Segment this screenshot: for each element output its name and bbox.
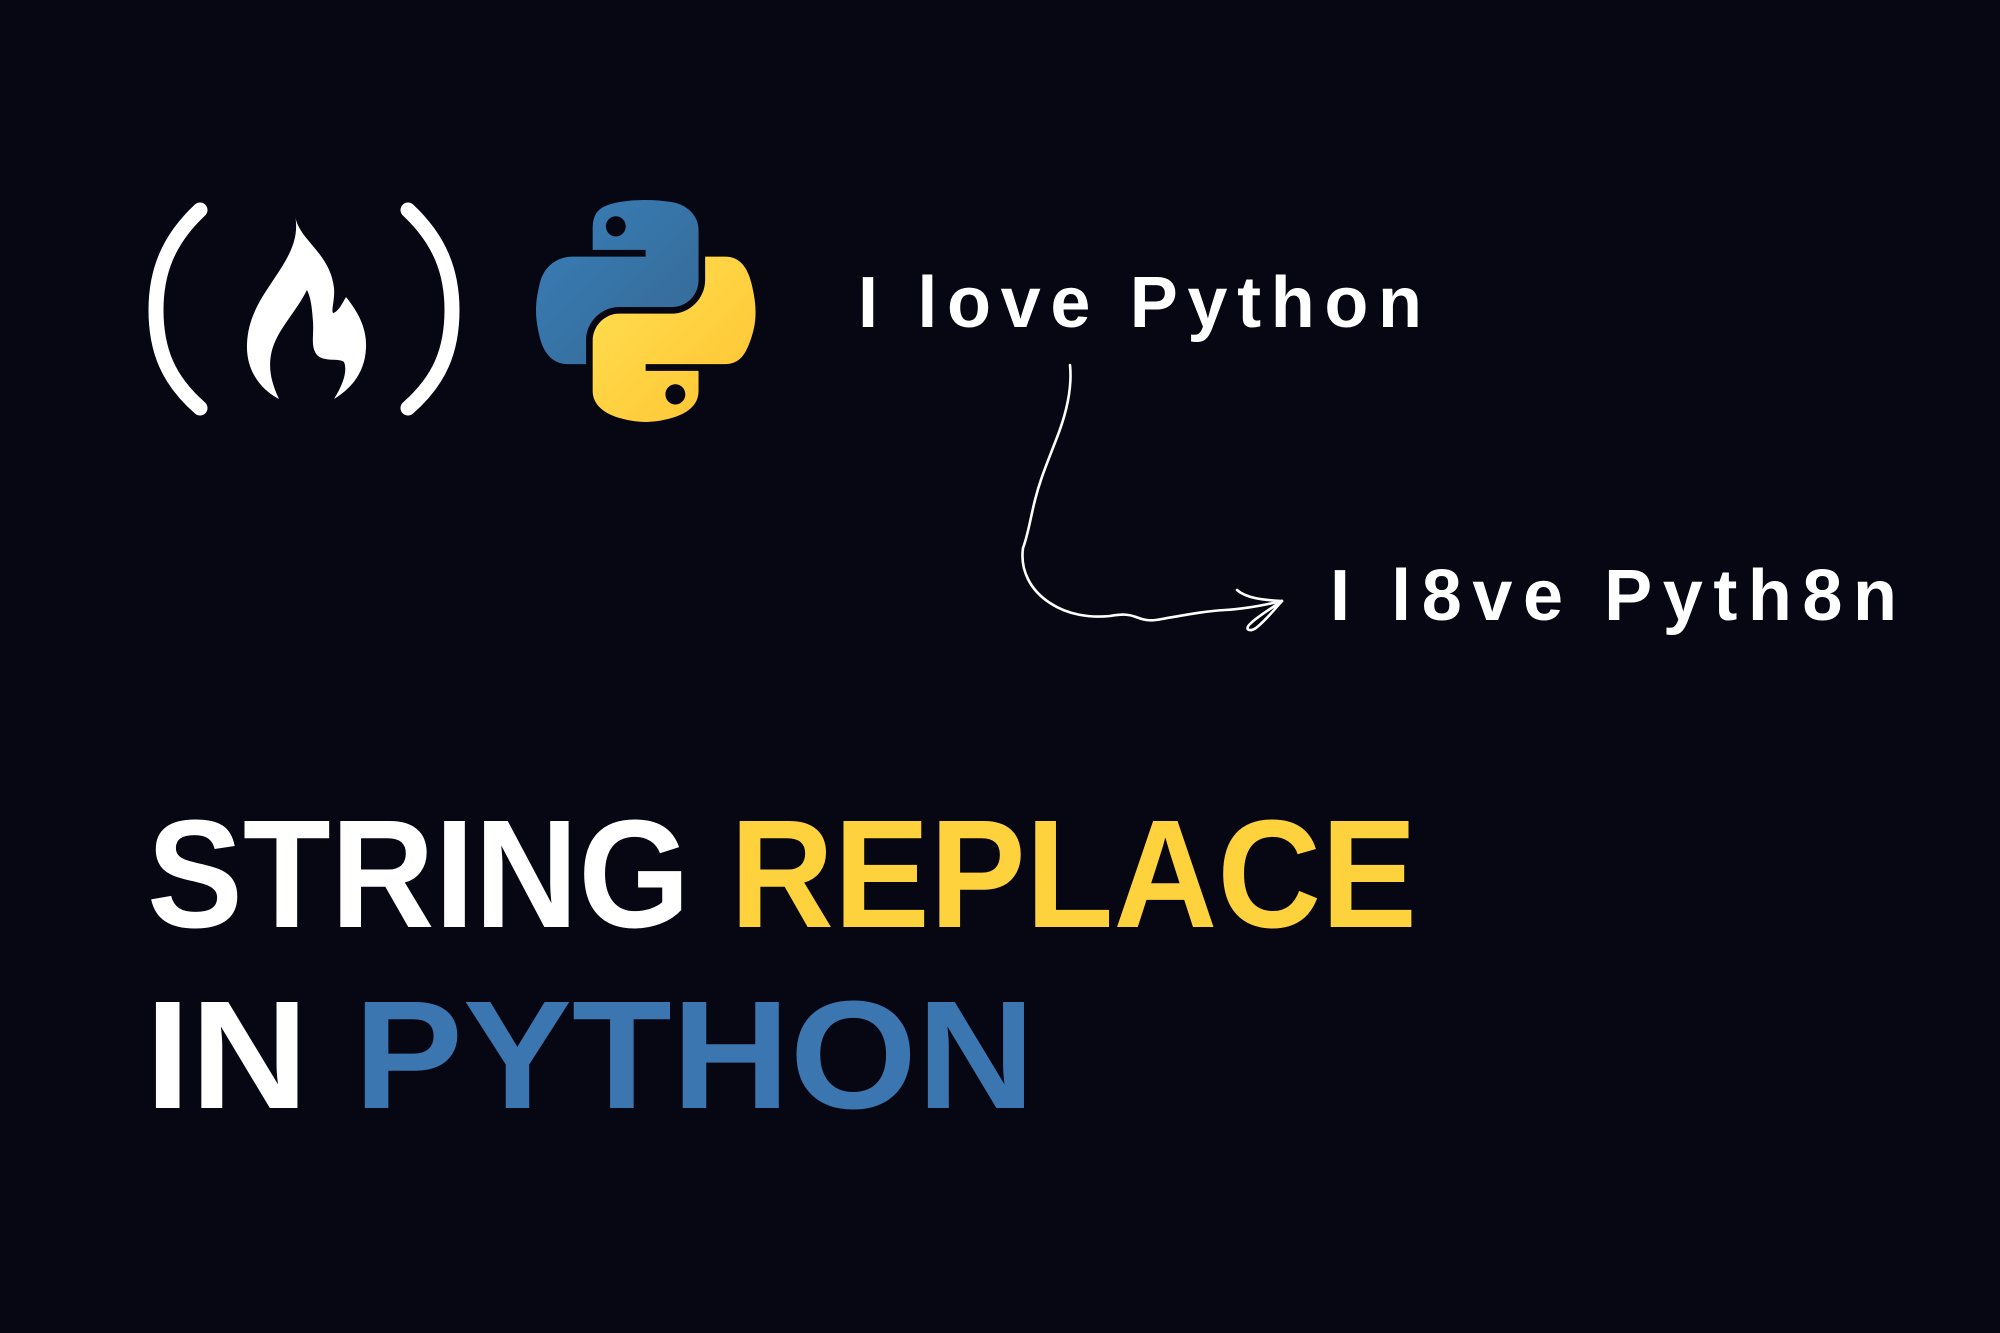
original-string-text: I love Python (858, 263, 1422, 343)
python-logo-icon (536, 199, 756, 422)
replaced-string-text: I l8ve Pyth8n (1330, 556, 1897, 636)
left-paren-icon (148, 202, 208, 416)
flame-icon (246, 215, 367, 399)
freecodecamp-logo-icon (148, 202, 460, 416)
python-logo-blue-snake (536, 199, 699, 365)
title-word-in: IN (145, 969, 354, 1141)
title-line-1: STRING REPLACE (147, 788, 1417, 960)
title-line-2: IN PYTHON (145, 969, 1035, 1141)
right-paren-icon (400, 202, 460, 416)
python-logo-yellow-snake (592, 256, 756, 422)
title-word-string: STRING (147, 788, 730, 960)
hand-drawn-arrow-icon (1021, 363, 1284, 632)
title-word-python: PYTHON (354, 969, 1035, 1141)
title-word-replace: REPLACE (730, 788, 1417, 960)
